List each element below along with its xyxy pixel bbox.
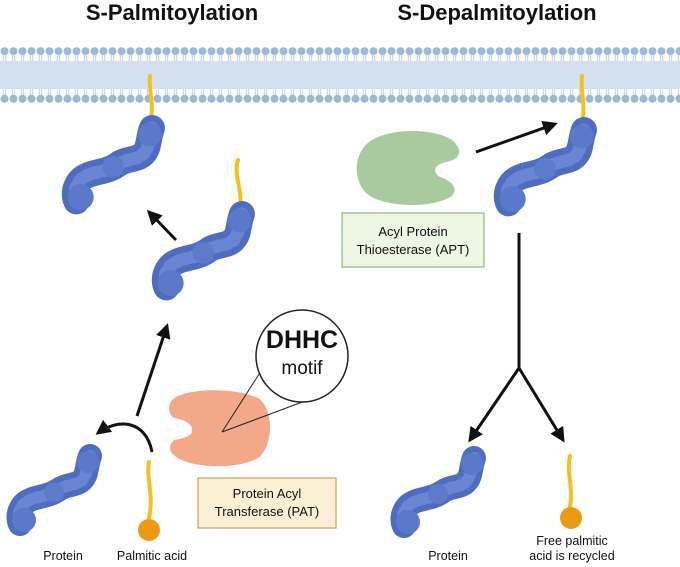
pat-label-box: Protein Acyl Transferase (PAT): [197, 477, 337, 529]
apt-label-line2: Thioesterase (APT): [357, 242, 470, 257]
apt-label-line1: Acyl Protein: [378, 224, 447, 239]
heading-depalmitoylation: S-Depalmitoylation: [397, 0, 596, 25]
pat-label-line1: Protein Acyl: [233, 486, 302, 501]
dhhc-subtitle: motif: [281, 358, 323, 379]
apt-enzyme: [356, 131, 460, 205]
arrow-apt-to-protein: [475, 120, 558, 154]
protein-label-right: Protein: [428, 549, 468, 563]
membrane-bilayer: [0, 47, 680, 103]
free-acid-label-line1: Free palmitic: [536, 534, 608, 548]
apt-label-box: Acyl Protein Thioesterase (APT): [341, 212, 485, 268]
arrow-to-membrane-left: [146, 209, 178, 242]
dhhc-callout: DHHC motif: [221, 309, 349, 433]
protein-label-left: Protein: [43, 549, 83, 563]
protein-released-right: [396, 453, 483, 534]
palmitic-acid-label: Palmitic acid: [117, 549, 187, 563]
pat-label-line2: Transferase (PAT): [215, 504, 320, 519]
dhhc-title: DHHC: [266, 326, 338, 354]
heading-palmitoylation: S-Palmitoylation: [86, 0, 258, 25]
protein-middle-left: [158, 158, 252, 296]
free-palmitic-acid: [560, 454, 582, 529]
palmitic-acid: [138, 460, 160, 541]
protein-anchored-right: [500, 74, 594, 212]
protein-anchored-top-left: [68, 74, 162, 210]
arrow-up-to-palmitoylated: [135, 323, 171, 417]
fork-arrow: [468, 233, 565, 443]
free-acid-label-line2: acid is recycled: [529, 549, 614, 563]
protein-unmodified: [12, 451, 99, 532]
arrow-curved-to-protein: [95, 419, 154, 453]
pat-enzyme: [169, 390, 270, 467]
